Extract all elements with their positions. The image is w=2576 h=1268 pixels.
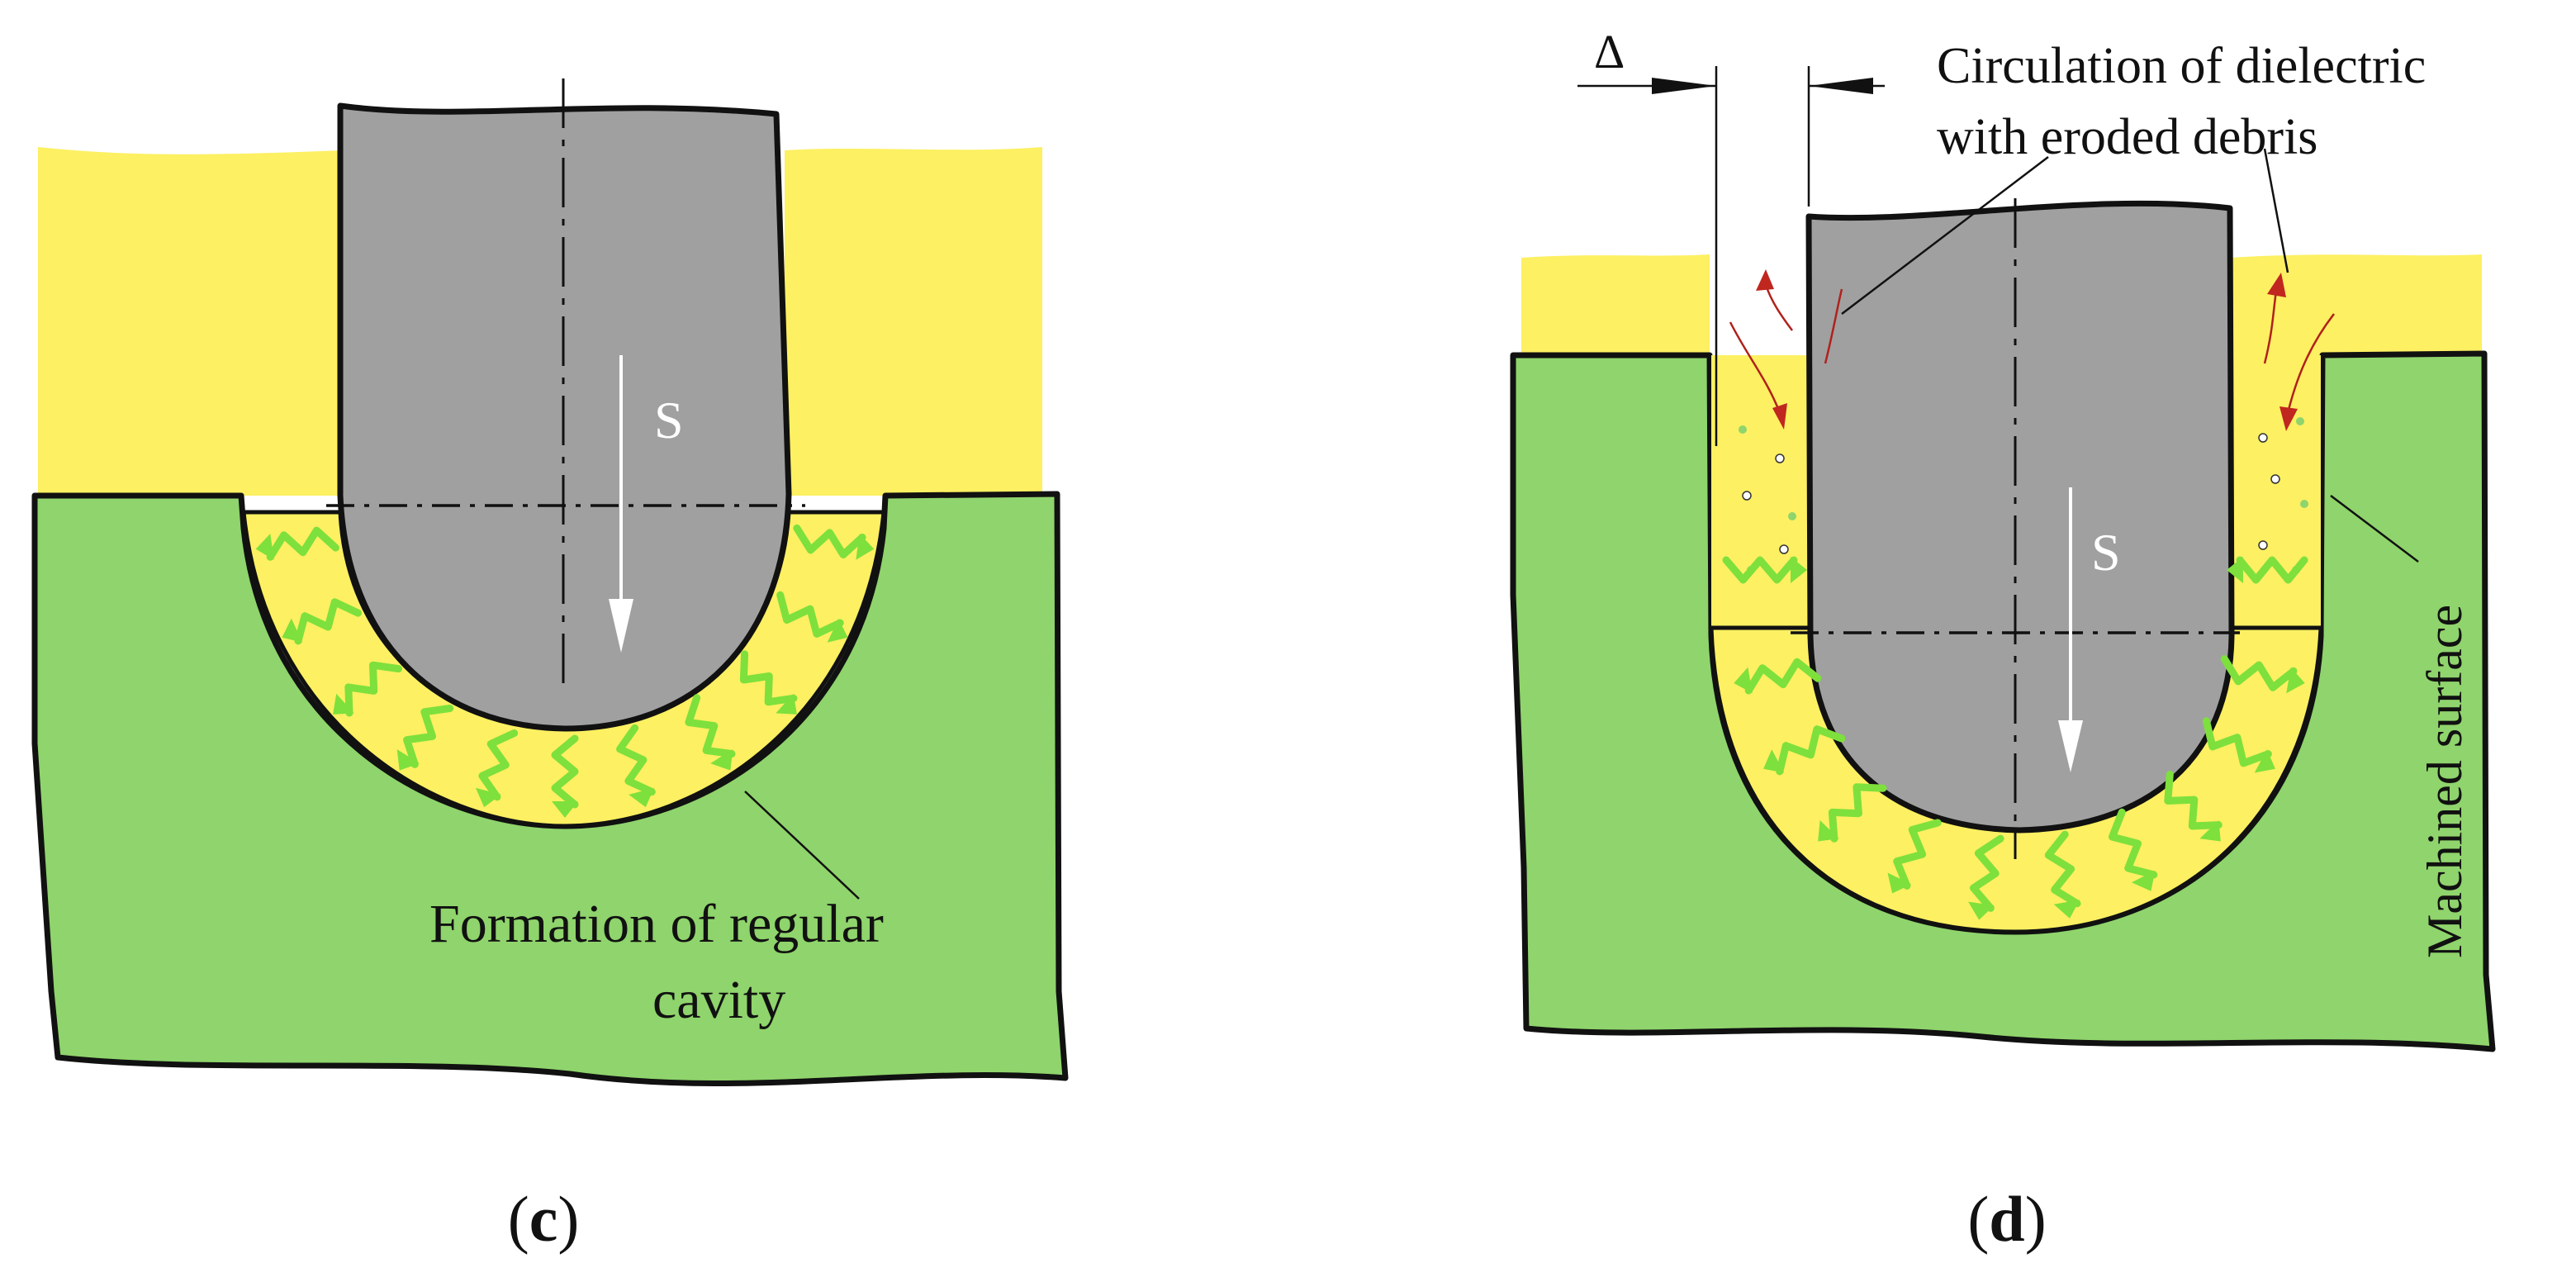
panel-caption-c: (c) <box>508 1183 580 1255</box>
spark-arrowhead <box>2286 667 2305 694</box>
spark-arrowhead <box>396 749 420 771</box>
debris-particle <box>1739 425 1747 434</box>
gap-dimension: Δ <box>1577 25 1885 446</box>
panel-d: S Δ Circulation <box>1510 25 2496 1255</box>
feed-arrowhead <box>609 599 633 653</box>
debris-particle <box>1742 491 1752 501</box>
spark-group <box>1722 556 2308 920</box>
annotation-text-line2: with eroded debris <box>1937 109 2317 165</box>
spark-arrow <box>266 526 339 561</box>
spark-arrow <box>1893 819 1942 890</box>
debris-particle <box>2296 417 2304 425</box>
spark-arrowhead <box>475 787 501 808</box>
spark-arrow <box>2236 556 2308 584</box>
spark-arrow <box>2109 808 2158 879</box>
spark-arrow <box>616 724 656 796</box>
gap-dielectric <box>1711 355 1809 636</box>
spark-arrow <box>793 524 866 558</box>
spark-arrow <box>478 729 519 801</box>
annotation-text-line1: Formation of regular <box>429 894 884 954</box>
dielectric-area <box>38 147 343 496</box>
spark-arrowhead <box>2254 749 2275 773</box>
debris-particle <box>2258 433 2268 443</box>
spark-arrow <box>1744 658 1822 695</box>
spark-arrowhead <box>1791 557 1807 583</box>
spark-arrow <box>2044 830 2081 908</box>
annotation-leader <box>744 791 860 900</box>
spark-arrow <box>551 734 579 809</box>
spark-arrow <box>2220 655 2298 691</box>
debris-particle <box>2270 474 2280 484</box>
electrode <box>1805 200 2235 833</box>
panel-c: S Formation of regular cavity (c) <box>31 78 1069 1255</box>
spark-arrowhead <box>282 618 303 643</box>
spark-arrowhead <box>1763 749 1785 773</box>
spark-arrow <box>294 598 362 645</box>
spark-arrowhead <box>2132 870 2156 891</box>
spark-arrowhead <box>710 749 733 771</box>
spark-arrow <box>344 661 402 717</box>
spark-arrowhead <box>2227 557 2243 583</box>
debris-particle <box>1775 454 1785 463</box>
spark-arrowhead <box>1734 667 1753 694</box>
spark-arrowhead <box>255 534 274 560</box>
spark-arrow <box>1776 725 1846 776</box>
spark-arrowhead <box>827 618 848 643</box>
spark-arrowhead <box>856 534 875 560</box>
annotation-leader <box>2263 148 2289 273</box>
spark-arrowhead <box>552 801 578 818</box>
spark-arrow <box>403 705 454 768</box>
spark-arrowhead <box>2053 900 2080 919</box>
dielectric-area <box>1521 254 1710 355</box>
debris-particle <box>2300 500 2308 508</box>
feed-label: S <box>654 391 684 449</box>
spark-arrowhead <box>1818 820 1839 842</box>
surface-leader <box>2330 495 2419 563</box>
spark-arrowhead <box>776 693 797 715</box>
spark-arrow <box>739 650 798 706</box>
spark-arrowhead <box>629 787 655 808</box>
surface-label: Machined surface <box>2417 605 2472 958</box>
debris-particle <box>1779 544 1789 554</box>
feed-label: S <box>2091 523 2121 582</box>
spark-arrow <box>2202 717 2272 767</box>
dielectric-area <box>2230 254 2482 355</box>
spark-arrow <box>776 591 844 638</box>
spark-arrowhead <box>1968 901 1995 920</box>
panel-caption-d: (d) <box>1967 1183 2046 1255</box>
annotation-text-line2: cavity <box>652 970 785 1030</box>
gap-dielectric <box>2230 355 2321 636</box>
annotation-text-line1: Circulation of dielectric <box>1937 38 2426 94</box>
spark-arrowhead <box>1887 872 1912 894</box>
spark-group <box>255 524 875 818</box>
dielectric-area <box>785 147 1042 496</box>
spark-arrow <box>685 694 736 758</box>
debris-particle <box>2258 540 2268 550</box>
feed-arrowhead <box>2058 720 2083 772</box>
flow-arrows <box>1729 269 2335 431</box>
annotation-leader <box>1841 156 2049 315</box>
gap-label: Δ <box>1594 25 1625 78</box>
spark-arrow <box>1970 834 2004 912</box>
spark-arrow <box>1828 783 1887 843</box>
spark-arrowhead <box>333 693 354 715</box>
workpiece <box>31 491 1069 1086</box>
spark-arrow <box>1722 556 1798 584</box>
spark-arrowhead <box>2199 820 2221 842</box>
debris-particle <box>1788 512 1796 520</box>
spark-arrow <box>2164 771 2223 830</box>
